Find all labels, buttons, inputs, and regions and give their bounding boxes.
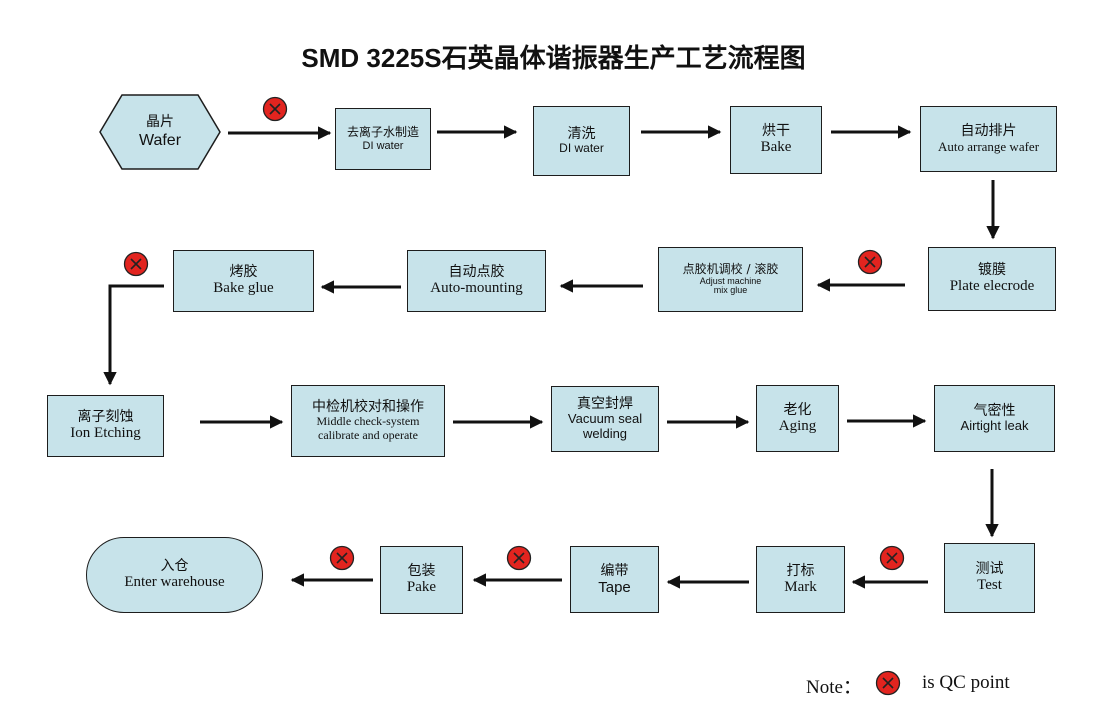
node-clean: 清洗 DI water xyxy=(533,106,630,176)
node-adjust: 点胶机调校 / 滚胶 Adjust machine mix glue xyxy=(658,247,803,312)
node-tape: 编带 Tape xyxy=(570,546,659,613)
diagram-title: SMD 3225S石英晶体谐振器生产工艺流程图 xyxy=(301,43,806,73)
node-di-water: 去离子水制造 DI water xyxy=(335,108,431,170)
node-mark: 打标 Mark xyxy=(756,546,845,613)
legend-qc-point-icon xyxy=(875,670,901,696)
arrow-bakeglue-to-ion xyxy=(103,284,164,386)
node-airtight: 气密性 Airtight leak xyxy=(934,385,1055,452)
legend-note-label: Note： xyxy=(806,677,862,698)
node-middle-check: 中检机校对和操作 Middle check-system calibrate a… xyxy=(291,385,445,457)
qc-point-icon xyxy=(879,545,905,571)
node-auto-mount: 自动点胶 Auto-mounting xyxy=(407,250,546,312)
node-auto-arrange: 自动排片 Auto arrange wafer xyxy=(920,106,1057,172)
node-vacuum: 真空封焊 Vacuum seal welding xyxy=(551,386,659,452)
node-bake-glue: 烤胶 Bake glue xyxy=(173,250,314,312)
node-plate: 镀膜 Plate elecrode xyxy=(928,247,1056,311)
qc-point-icon xyxy=(506,545,532,571)
qc-point-icon xyxy=(123,251,149,277)
node-wafer: 晶片 Wafer xyxy=(138,114,182,149)
node-pake: 包装 Pake xyxy=(380,546,463,614)
legend-note-text: is QC point xyxy=(922,672,1010,693)
node-ion-etching: 离子刻蚀 Ion Etching xyxy=(47,395,164,457)
node-bake: 烘干 Bake xyxy=(730,106,822,174)
qc-point-icon xyxy=(329,545,355,571)
node-warehouse: 入仓 Enter warehouse xyxy=(86,537,263,613)
qc-point-icon xyxy=(857,249,883,275)
node-aging: 老化 Aging xyxy=(756,385,839,452)
qc-point-icon xyxy=(262,96,288,122)
node-test: 测试 Test xyxy=(944,543,1035,613)
